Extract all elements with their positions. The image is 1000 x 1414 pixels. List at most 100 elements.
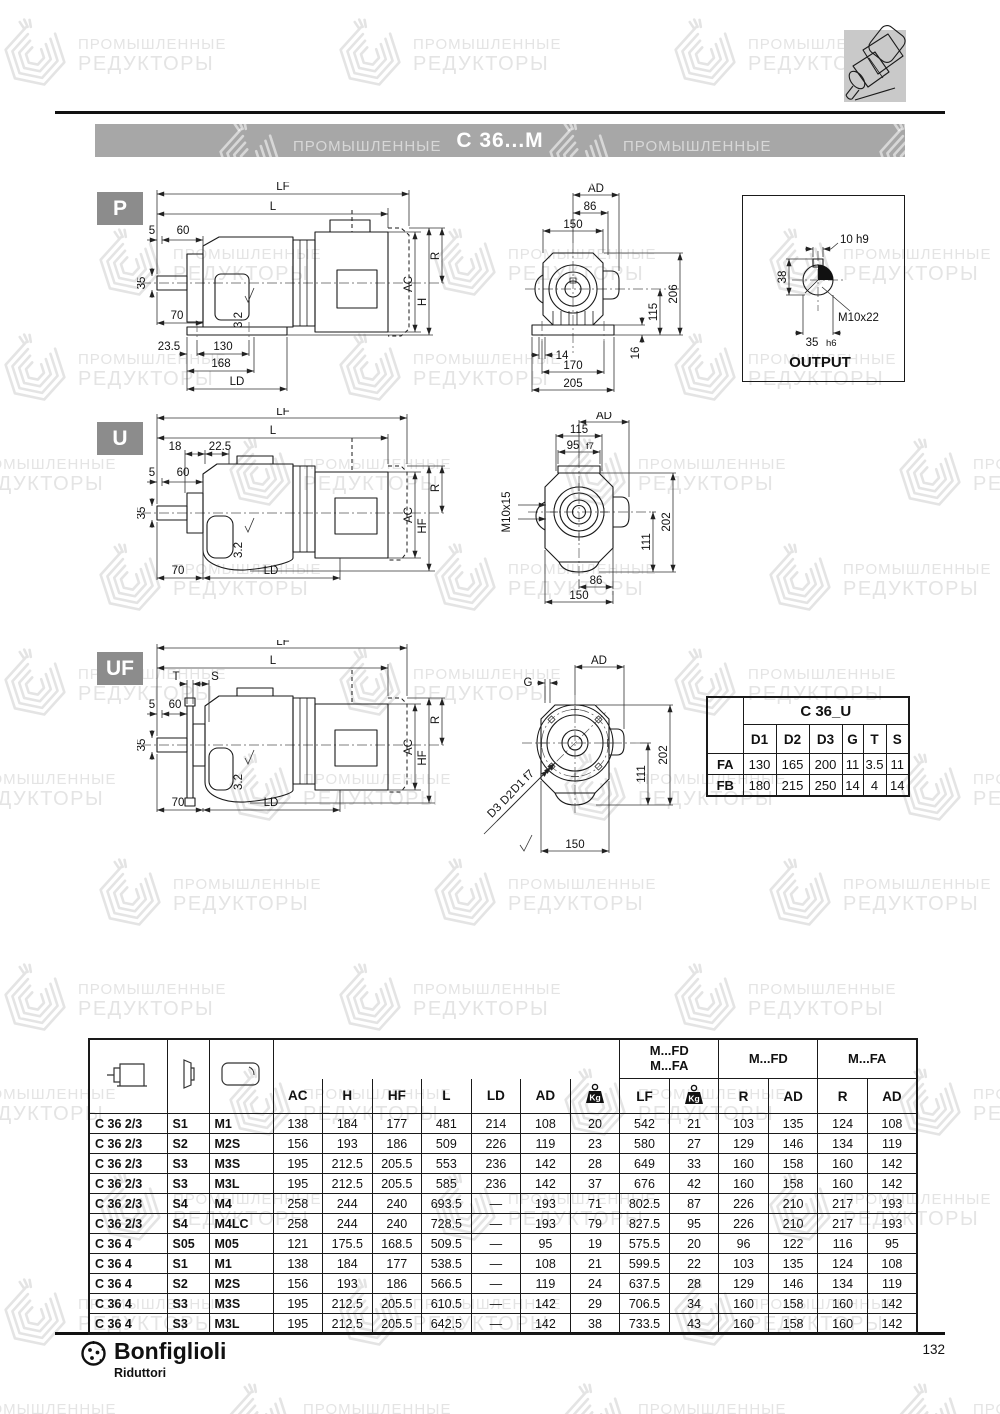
value-cell: 205.5 (371, 1313, 423, 1335)
value-cell: 542 (619, 1113, 670, 1134)
column-header-r: R (718, 1078, 769, 1114)
value-cell: 193 (866, 1213, 918, 1234)
dim-label: 202 (658, 745, 670, 764)
dim-label: 115 (570, 424, 588, 436)
value-cell: 212.5 (322, 1173, 373, 1194)
value-cell: 195 (272, 1313, 324, 1335)
value-cell: 193 (322, 1273, 373, 1294)
value-cell: 108 (520, 1113, 571, 1134)
column-header-lf: LF (619, 1078, 670, 1114)
value-cell: 827.5 (619, 1213, 670, 1234)
dim-label: AC (403, 276, 415, 292)
value-cell: 177 (371, 1113, 423, 1134)
model-cell: C 36 2/3 (88, 1213, 168, 1234)
value-cell: 195 (272, 1153, 324, 1174)
value-cell: 27 (668, 1133, 720, 1154)
dim-label: 111 (636, 765, 648, 782)
value-cell: — (470, 1213, 522, 1234)
model-cell: C 36 4 (88, 1273, 168, 1294)
value-cell: 175.5 (322, 1233, 373, 1254)
dim-label: 60 (177, 225, 190, 237)
column-header-ad: AD (767, 1078, 819, 1114)
value-cell: 116 (817, 1233, 868, 1254)
value-cell: 240 (371, 1193, 423, 1214)
value-cell: 135 (767, 1113, 819, 1134)
value-cell: — (470, 1273, 522, 1294)
table-cell: 215 (775, 774, 810, 797)
column-header-ad: AD (520, 1078, 571, 1114)
value-cell: 121 (272, 1233, 324, 1254)
dim-label: 10 h9 (840, 234, 869, 246)
value-cell: 509 (421, 1133, 472, 1154)
motor-cell: M2S (208, 1273, 274, 1294)
value-cell: 124 (817, 1113, 868, 1134)
value-cell: 236 (470, 1173, 522, 1194)
group-header-line: M...FA (650, 1058, 689, 1073)
value-cell: 142 (520, 1293, 571, 1314)
stage-cell: S1 (166, 1113, 210, 1134)
value-cell: 146 (767, 1133, 819, 1154)
value-cell: 95 (668, 1213, 720, 1234)
dim-label: 150 (569, 590, 588, 602)
value-cell: 258 (272, 1193, 324, 1214)
dim-label: h6 (826, 338, 837, 349)
badge-label: UF (106, 656, 134, 680)
value-cell: 22 (668, 1253, 720, 1274)
value-cell: 193 (520, 1213, 571, 1234)
stage-cell: S3 (166, 1173, 210, 1194)
dim-label: 150 (563, 219, 582, 231)
dim-label: 150 (565, 839, 584, 851)
value-cell: 158 (767, 1173, 819, 1194)
value-cell: 134 (817, 1133, 868, 1154)
value-cell: 119 (520, 1273, 571, 1294)
column-header: D2 (775, 724, 810, 754)
dim-label: S (211, 671, 219, 683)
value-cell: — (470, 1253, 522, 1274)
value-cell: 186 (371, 1273, 423, 1294)
dim-label: f7 (586, 441, 594, 452)
dim-label: 115 (648, 303, 660, 321)
motor-icon (208, 1038, 274, 1114)
model-cell: C 36 2/3 (88, 1173, 168, 1194)
value-cell: 142 (866, 1173, 918, 1194)
value-cell: 23 (569, 1133, 621, 1154)
value-cell: 160 (718, 1173, 769, 1194)
dim-label: 111 (641, 533, 653, 550)
dim-label: 18 (169, 441, 182, 453)
column-header: T (862, 724, 887, 754)
dim-label: 130 (213, 341, 232, 353)
u-side-view-drawing: LF L 18 22.5 5 60 35 70 LD 3.2 AC (137, 408, 447, 581)
dim-label: AD (596, 412, 612, 422)
motor-cell: M3S (208, 1293, 274, 1314)
table-cell: 11 (841, 753, 864, 775)
value-cell: 637.5 (619, 1273, 670, 1294)
value-cell: 37 (569, 1173, 621, 1194)
value-cell: 156 (272, 1273, 324, 1294)
dim-label: 3.2 (233, 542, 245, 558)
dim-label: AD (588, 183, 604, 195)
empty-cell (707, 724, 744, 754)
value-cell: — (470, 1293, 522, 1314)
table-cell: 200 (808, 753, 843, 775)
stage-cell: S2 (166, 1273, 210, 1294)
motor-cell: M05 (208, 1233, 274, 1254)
kg-label: Kg (688, 1093, 699, 1103)
value-cell: 146 (767, 1273, 819, 1294)
motor-cell: M4LC (208, 1213, 274, 1234)
dim-label: D1 f7 (509, 768, 537, 796)
table-cell: 14 (841, 774, 864, 797)
